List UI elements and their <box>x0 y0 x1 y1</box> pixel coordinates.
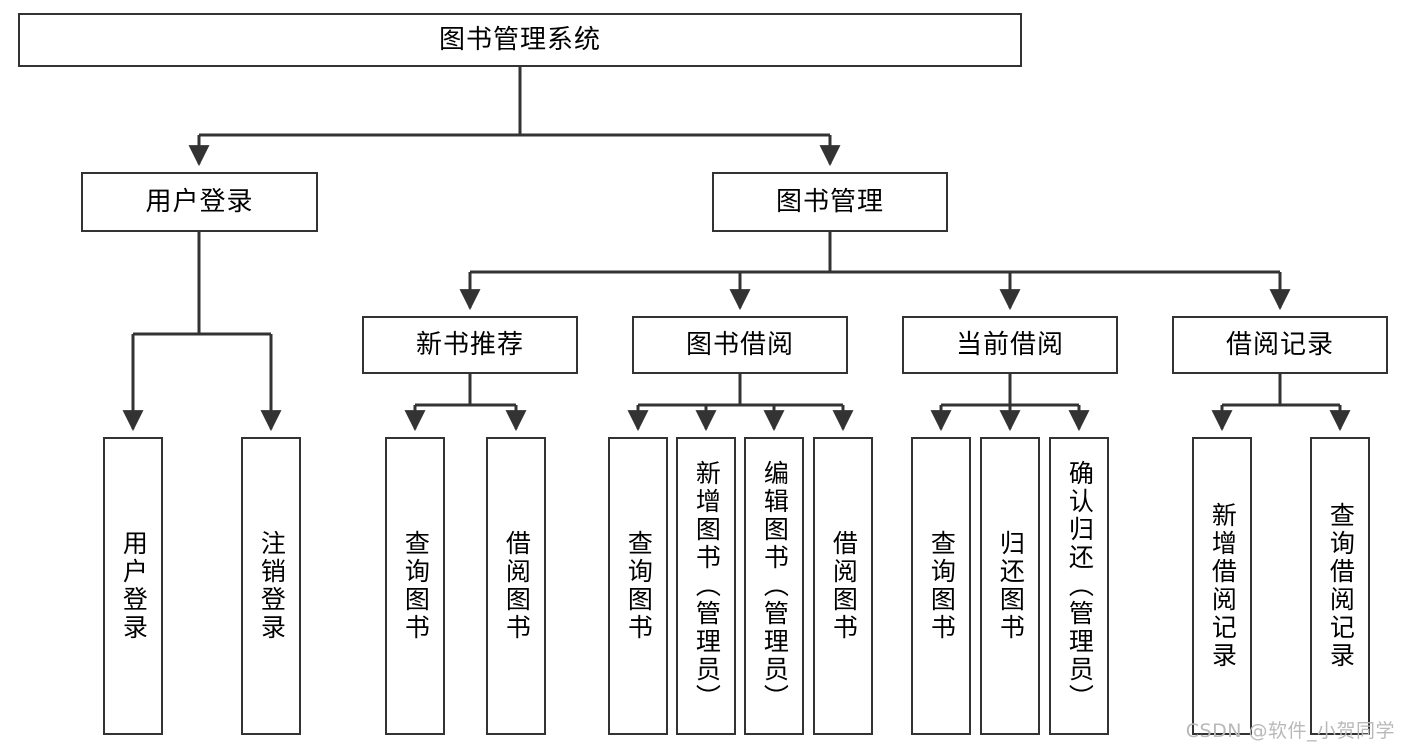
node-root-label: 图书管理系统 <box>438 24 601 55</box>
node-book-borrow[interactable]: 图书借阅 <box>632 316 848 374</box>
leaf-query-book-recommend-label: 查询图书 <box>401 530 431 642</box>
leaf-add-borrow-record-label: 新增借阅记录 <box>1208 502 1238 670</box>
node-book-management-label: 图书管理 <box>775 186 884 217</box>
leaf-query-book-borrow-label: 查询图书 <box>624 530 654 642</box>
node-new-book-recommend[interactable]: 新书推荐 <box>362 316 578 374</box>
leaf-add-book-admin-label: 新增图书（管理员） <box>692 460 722 712</box>
node-borrow-record-label: 借阅记录 <box>1225 329 1334 360</box>
leaf-confirm-return-admin-label: 确认归还（管理员） <box>1065 460 1095 712</box>
leaf-confirm-return-admin[interactable]: 确认归还（管理员） <box>1049 437 1109 735</box>
node-book-management[interactable]: 图书管理 <box>712 172 948 232</box>
node-borrow-record[interactable]: 借阅记录 <box>1172 316 1388 374</box>
leaf-edit-book-admin[interactable]: 编辑图书（管理员） <box>744 437 804 735</box>
leaf-query-borrow-record-label: 查询借阅记录 <box>1326 502 1356 670</box>
leaf-query-borrow-record[interactable]: 查询借阅记录 <box>1310 437 1370 735</box>
leaf-return-book[interactable]: 归还图书 <box>980 437 1040 735</box>
node-current-borrow[interactable]: 当前借阅 <box>902 316 1118 374</box>
leaf-query-book-current-label: 查询图书 <box>927 530 957 642</box>
leaf-user-login[interactable]: 用户登录 <box>103 437 163 735</box>
leaf-user-login-label: 用户登录 <box>119 530 149 642</box>
leaf-borrow-book-recommend[interactable]: 借阅图书 <box>486 437 546 735</box>
leaf-add-borrow-record[interactable]: 新增借阅记录 <box>1192 437 1252 735</box>
leaf-add-book-admin[interactable]: 新增图书（管理员） <box>676 437 736 735</box>
leaf-edit-book-admin-label: 编辑图书（管理员） <box>760 460 790 712</box>
leaf-borrow-book-recommend-label: 借阅图书 <box>502 530 532 642</box>
watermark-text: CSDN @软件_小贺同学 <box>1185 720 1395 742</box>
leaf-borrow-book-borrow-label: 借阅图书 <box>829 530 859 642</box>
leaf-query-book-current[interactable]: 查询图书 <box>911 437 971 735</box>
node-user-login[interactable]: 用户登录 <box>81 172 318 232</box>
leaf-logout[interactable]: 注销登录 <box>241 437 301 735</box>
leaf-query-book-borrow[interactable]: 查询图书 <box>608 437 668 735</box>
node-root[interactable]: 图书管理系统 <box>18 13 1022 67</box>
leaf-return-book-label: 归还图书 <box>996 530 1026 642</box>
node-current-borrow-label: 当前借阅 <box>955 329 1064 360</box>
leaf-logout-label: 注销登录 <box>257 530 287 642</box>
node-user-login-label: 用户登录 <box>145 186 254 217</box>
node-book-borrow-label: 图书借阅 <box>685 329 794 360</box>
node-new-book-recommend-label: 新书推荐 <box>415 329 524 360</box>
leaf-borrow-book-borrow[interactable]: 借阅图书 <box>813 437 873 735</box>
leaf-query-book-recommend[interactable]: 查询图书 <box>385 437 445 735</box>
